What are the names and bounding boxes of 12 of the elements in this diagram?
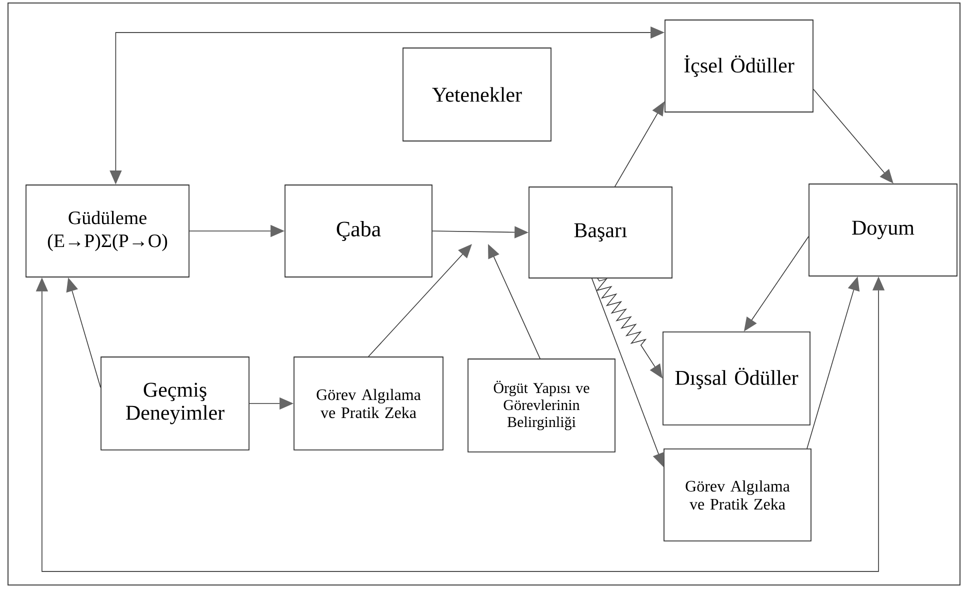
process-box: İçsel Ödüller xyxy=(664,20,814,112)
process-box: Başarı xyxy=(528,186,672,278)
process-box: Geçmiş Deneyimler xyxy=(100,356,250,450)
process-box: Dışsal Ödüller xyxy=(662,332,810,426)
process-box: Doyum xyxy=(808,184,958,276)
process-box: Çaba xyxy=(284,184,432,278)
process-box: Örgüt Yapısı ve Görevlerinin Belirginliği xyxy=(468,358,616,452)
process-box: Yetenekler xyxy=(402,48,552,142)
arrow xyxy=(368,244,472,357)
process-box: Görev Algılama ve Pratik Zeka xyxy=(664,448,812,542)
process-box: Görev Algılama ve Pratik Zeka xyxy=(294,356,444,450)
process-box: Güdüleme (E→P)Σ(P→O) xyxy=(26,184,190,278)
